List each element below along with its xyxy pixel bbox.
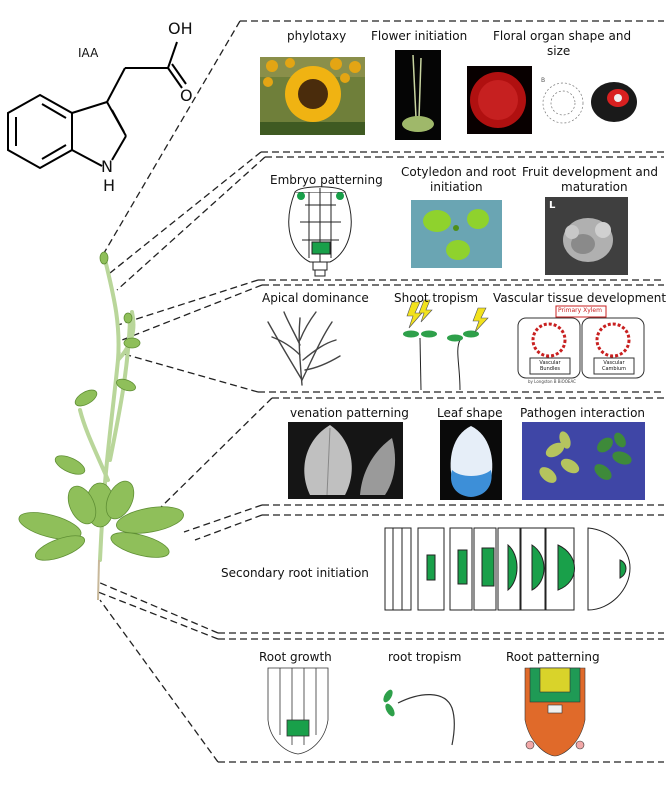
label-floral-organ-1: Floral organ shape and	[493, 29, 632, 43]
iaa-structure	[7, 41, 187, 170]
label-embryo-patterning: Embryo patterning	[270, 173, 383, 187]
o-atom-label: O	[180, 86, 193, 105]
label-fruit-1: Fruit development and	[522, 165, 658, 179]
label-floral-organ-2: size	[547, 44, 571, 58]
vascular-left-label: Vascular Bundles	[539, 360, 561, 372]
flower-initiation-photo	[395, 50, 441, 140]
label-root-patterning: Root patterning	[506, 650, 600, 664]
label-apical-dominance: Apical dominance	[262, 291, 369, 305]
root-tropism-drawing	[383, 689, 455, 746]
vascular-tissue-diagram	[517, 305, 645, 379]
label-flower-initiation: Flower initiation	[371, 29, 468, 43]
label-cotyledon-1: Cotyledon and root	[401, 165, 517, 179]
label-cotyledon-2: initiation	[430, 180, 483, 194]
leaf-shape-photo	[440, 420, 502, 500]
h-atom-label: H	[103, 176, 116, 195]
vascular-title: Primary Xylem	[558, 307, 602, 314]
floral-panel-b: B	[541, 77, 546, 84]
label-leaf-shape: Leaf shape	[437, 406, 503, 420]
label-fruit-2: maturation	[561, 180, 628, 194]
label-root-growth: Root growth	[259, 650, 332, 664]
sunflower-photo	[260, 57, 365, 135]
root-patterning-diagram	[524, 667, 586, 757]
lateral-root-stages	[384, 527, 631, 611]
floral-panel-c: C	[593, 77, 598, 84]
root-growth-diagram	[267, 667, 329, 755]
venation-photo	[288, 422, 403, 499]
arabidopsis-plant	[18, 251, 184, 601]
label-phylotaxy: phylotaxy	[287, 29, 347, 43]
vascular-right-label: Vascular Cambium	[601, 360, 627, 372]
cotyledon-photo	[411, 200, 502, 268]
iaa-label: IAA	[78, 46, 99, 60]
floral-organ-images	[467, 66, 637, 134]
label-vascular-tissue: Vascular tissue development	[493, 291, 667, 305]
embryo-diagram	[288, 186, 352, 277]
oh-atom-label: OH	[168, 19, 193, 38]
fruit-sem-photo	[545, 197, 628, 275]
dashed-guides	[97, 20, 664, 763]
apical-dominance-drawing	[267, 311, 341, 386]
label-secondary-root: Secondary root initiation	[221, 566, 369, 580]
label-shoot-tropism: Shoot tropism	[394, 291, 479, 305]
label-root-tropism: root tropism	[388, 650, 462, 664]
vascular-credit: by Longston B BiOOEAC	[528, 379, 576, 384]
n-atom-label: N	[101, 157, 113, 176]
label-pathogen-interaction: Pathogen interaction	[520, 406, 646, 420]
pathogen-photo	[522, 422, 645, 500]
shoot-tropism-drawing	[403, 299, 489, 391]
fruit-panel-letter: L	[549, 200, 556, 211]
label-venation-patterning: venation patterning	[290, 406, 409, 420]
